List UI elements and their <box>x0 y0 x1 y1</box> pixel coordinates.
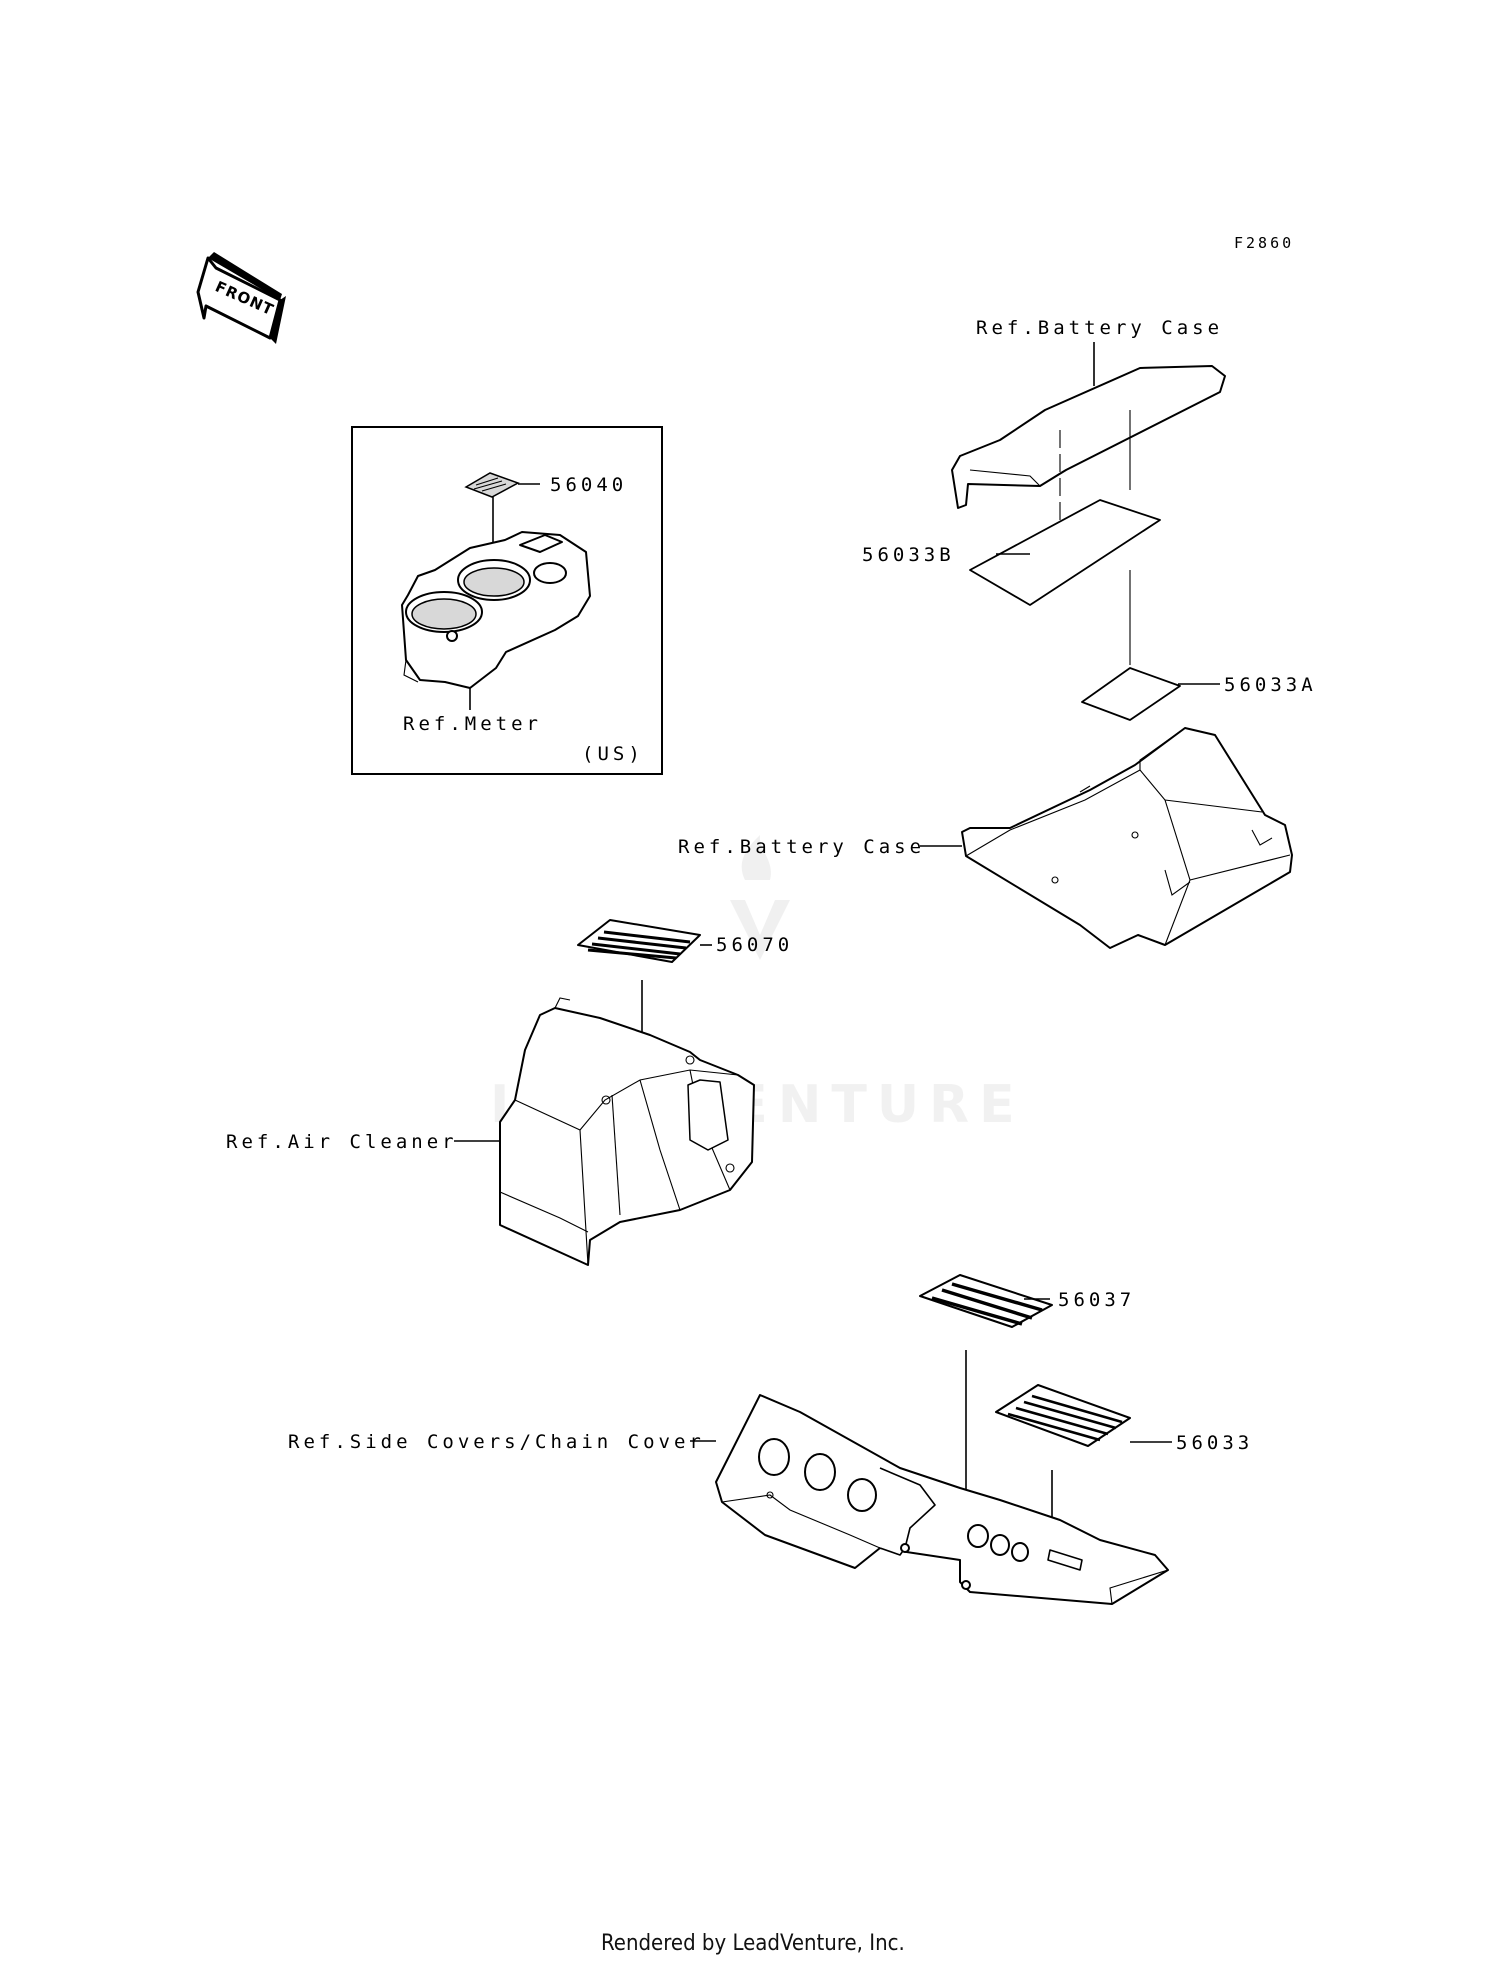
part-number-56033A: 56033A <box>1224 674 1317 696</box>
part-number-56040: 56040 <box>550 474 627 496</box>
label-56033B: 56033B <box>862 499 1161 606</box>
ref-air-cleaner-label: Ref.Air Cleaner <box>226 1131 458 1153</box>
ref-battery-case-top-label: Ref.Battery Case <box>976 317 1223 339</box>
chain-cover: 56037 56033 Ref.Side Covers/Chain Cover <box>288 1274 1253 1605</box>
meter-inset-box: 56040 Ref.Meter (US) <box>351 426 663 775</box>
ref-battery-case-bottom-label: Ref.Battery Case <box>678 836 925 858</box>
ref-meter-label: Ref.Meter <box>403 713 542 735</box>
label-56033A: 56033A <box>1081 667 1317 721</box>
air-cleaner: 56070 Ref.Air Cleaner <box>226 919 793 1266</box>
footer-credit: Rendered by LeadVenture, Inc. <box>601 1931 905 1956</box>
ref-side-covers-label: Ref.Side Covers/Chain Cover <box>288 1431 705 1453</box>
part-number-56070: 56070 <box>716 934 793 956</box>
diagram-code: F2860 <box>1234 234 1294 252</box>
battery-case-cover: Ref.Battery Case <box>951 317 1226 665</box>
front-arrow-icon: FRONT <box>196 252 286 344</box>
part-number-56037: 56037 <box>1058 1289 1135 1311</box>
us-label: (US) <box>582 743 644 765</box>
label-56040-sticker <box>464 472 520 498</box>
part-number-56033: 56033 <box>1176 1432 1253 1454</box>
battery-case: Ref.Battery Case <box>678 727 1293 949</box>
part-number-56033B: 56033B <box>862 544 955 566</box>
